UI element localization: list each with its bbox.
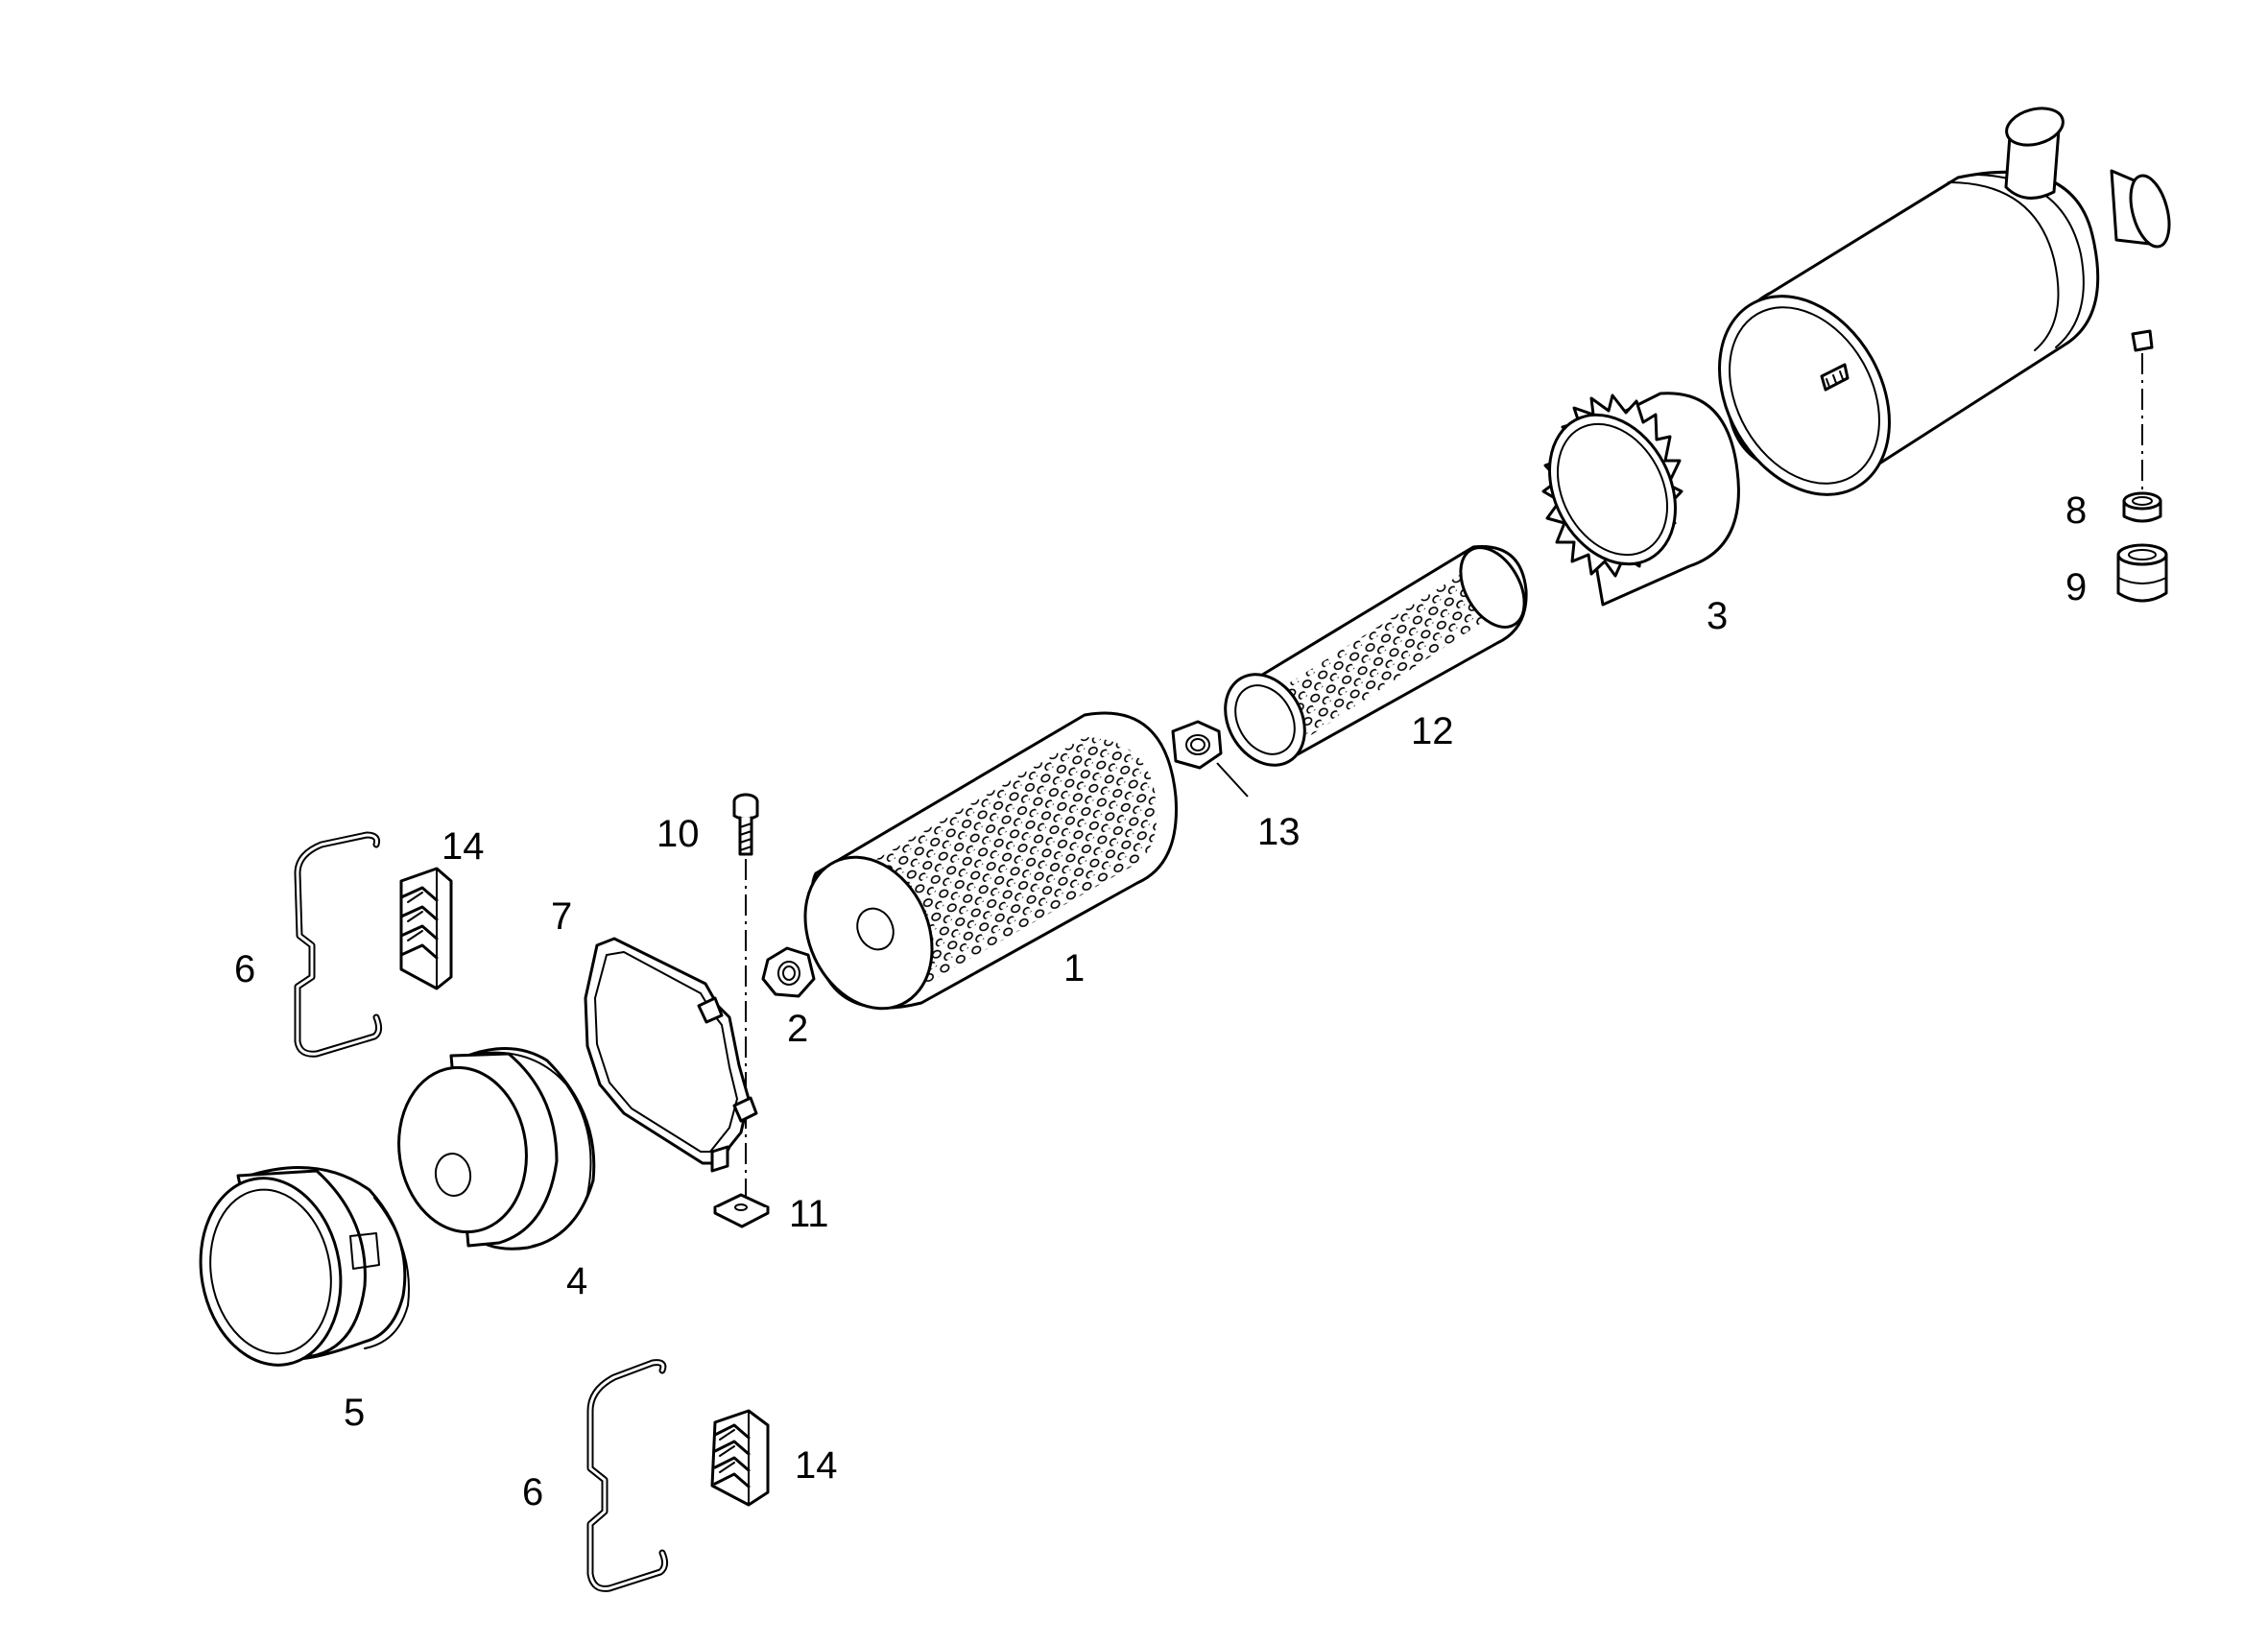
callout-7: 7 bbox=[551, 895, 572, 938]
callout-14-upper: 14 bbox=[442, 825, 485, 868]
callout-6-upper: 6 bbox=[234, 948, 255, 990]
inner-filter-tube-part-12 bbox=[1224, 545, 1528, 767]
callout-12: 12 bbox=[1411, 710, 1454, 752]
wire-clip-part-6-lower bbox=[586, 1359, 669, 1592]
nut-part-13 bbox=[1171, 720, 1223, 770]
callout-14-lower: 14 bbox=[795, 1444, 838, 1487]
grommet-part-9 bbox=[2116, 543, 2168, 603]
callout-10: 10 bbox=[657, 813, 700, 855]
main-filter-element-part-1 bbox=[803, 711, 1178, 1011]
callout-13: 13 bbox=[1257, 811, 1301, 853]
callout-3: 3 bbox=[1707, 595, 1728, 637]
sleeve-part-8 bbox=[2122, 491, 2162, 523]
callout-6-lower: 6 bbox=[522, 1471, 543, 1513]
callout-8: 8 bbox=[2065, 489, 2087, 532]
cover-part-4 bbox=[397, 1047, 596, 1251]
callout-9: 9 bbox=[2065, 566, 2087, 608]
callout-4: 4 bbox=[566, 1260, 587, 1302]
callout-2: 2 bbox=[787, 1008, 808, 1050]
clip-bracket-part-14-upper bbox=[399, 867, 453, 990]
air-filter-housing bbox=[1718, 107, 2171, 496]
clamp-band-part-7 bbox=[584, 937, 758, 1173]
wire-clip-part-6-upper bbox=[294, 831, 383, 1058]
callout-5: 5 bbox=[344, 1392, 365, 1434]
pleated-filter-part-3 bbox=[1541, 392, 1740, 607]
dust-cup-part-5 bbox=[199, 1166, 410, 1367]
screw-part-10 bbox=[732, 793, 759, 856]
callout-1: 1 bbox=[1063, 947, 1085, 989]
square-washer-part-11 bbox=[713, 1193, 770, 1228]
clip-bracket-part-14-lower bbox=[710, 1409, 770, 1507]
leader-line-13 bbox=[1216, 762, 1249, 798]
flange-nut-part-2 bbox=[761, 946, 816, 998]
callout-11: 11 bbox=[789, 1193, 829, 1235]
